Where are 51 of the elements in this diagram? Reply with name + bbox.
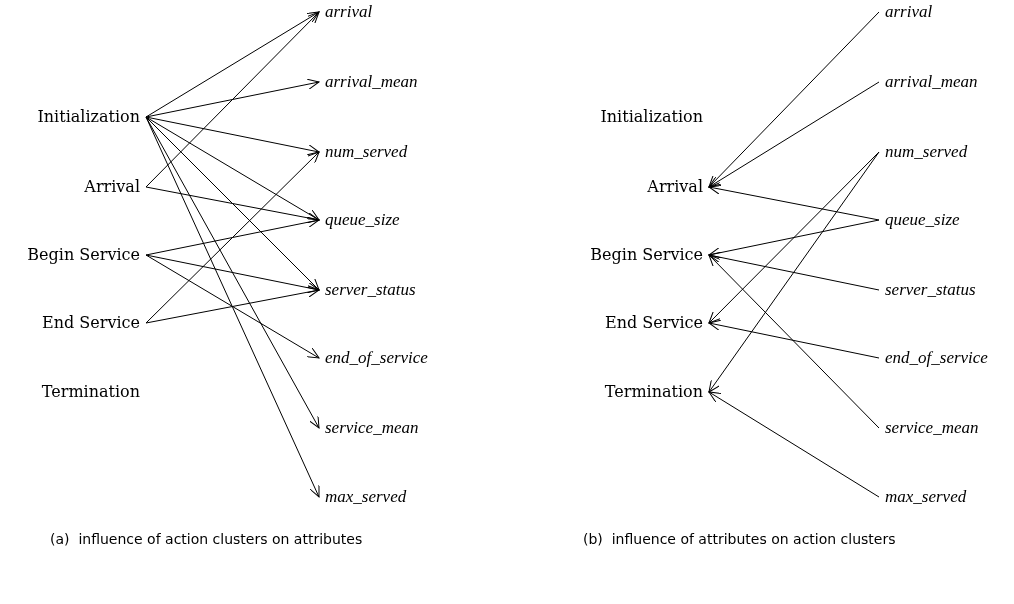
action-cluster-label: Arrival [647,176,703,198]
attribute-label: end_of_service [885,347,988,369]
action-cluster-label: Begin Service [590,244,703,266]
arrow [708,81,880,188]
arrow [145,216,320,256]
attribute-label: num_served [885,141,968,163]
action-cluster-label: Termination [604,381,703,403]
attribute-label: max_served [885,486,967,508]
arrow [145,186,320,224]
arrow [145,151,320,324]
attribute-label: end_of_service [325,347,428,369]
action-cluster-label: Termination [41,381,140,403]
arrow [145,116,320,221]
action-cluster-label: Initialization [600,106,703,128]
arrow [708,151,880,324]
attribute-label: queue_size [325,209,400,231]
arrow [145,116,320,498]
attribute-label: arrival_mean [325,71,418,93]
attribute-label: arrival_mean [885,71,978,93]
action-cluster-label: End Service [605,312,703,334]
arrow [708,219,880,259]
action-cluster-label: Initialization [37,106,140,128]
arrow [708,183,880,221]
arrow [145,254,320,359]
caption-text: (b) influence of attributes on action clusters [583,531,896,547]
attribute-label: server_status [325,279,416,301]
attribute-label: num_served [325,141,408,163]
arrow [708,254,880,429]
attribute-label: max_served [325,486,407,508]
arrow [708,391,880,498]
arrow [145,78,320,118]
arrow [145,254,320,294]
arrow [145,116,320,156]
attribute-label: service_mean [325,417,419,439]
arrow [145,11,320,118]
arrow [145,11,320,188]
arrow [708,151,880,393]
attribute-label: arrival [325,1,373,23]
arrow [708,319,880,359]
action-cluster-label: Begin Service [27,244,140,266]
attribute-label: queue_size [885,209,960,231]
arrow [708,251,880,291]
arrow [145,286,320,324]
attribute-label: service_mean [885,417,979,439]
caption-text: (a) influence of action clusters on attributes [50,531,363,547]
arrow [145,116,320,291]
attribute-label: arrival [885,1,933,23]
action-cluster-label: End Service [42,312,140,334]
arrow [708,11,880,188]
action-cluster-label: Arrival [84,176,140,198]
attribute-label: server_status [885,279,976,301]
